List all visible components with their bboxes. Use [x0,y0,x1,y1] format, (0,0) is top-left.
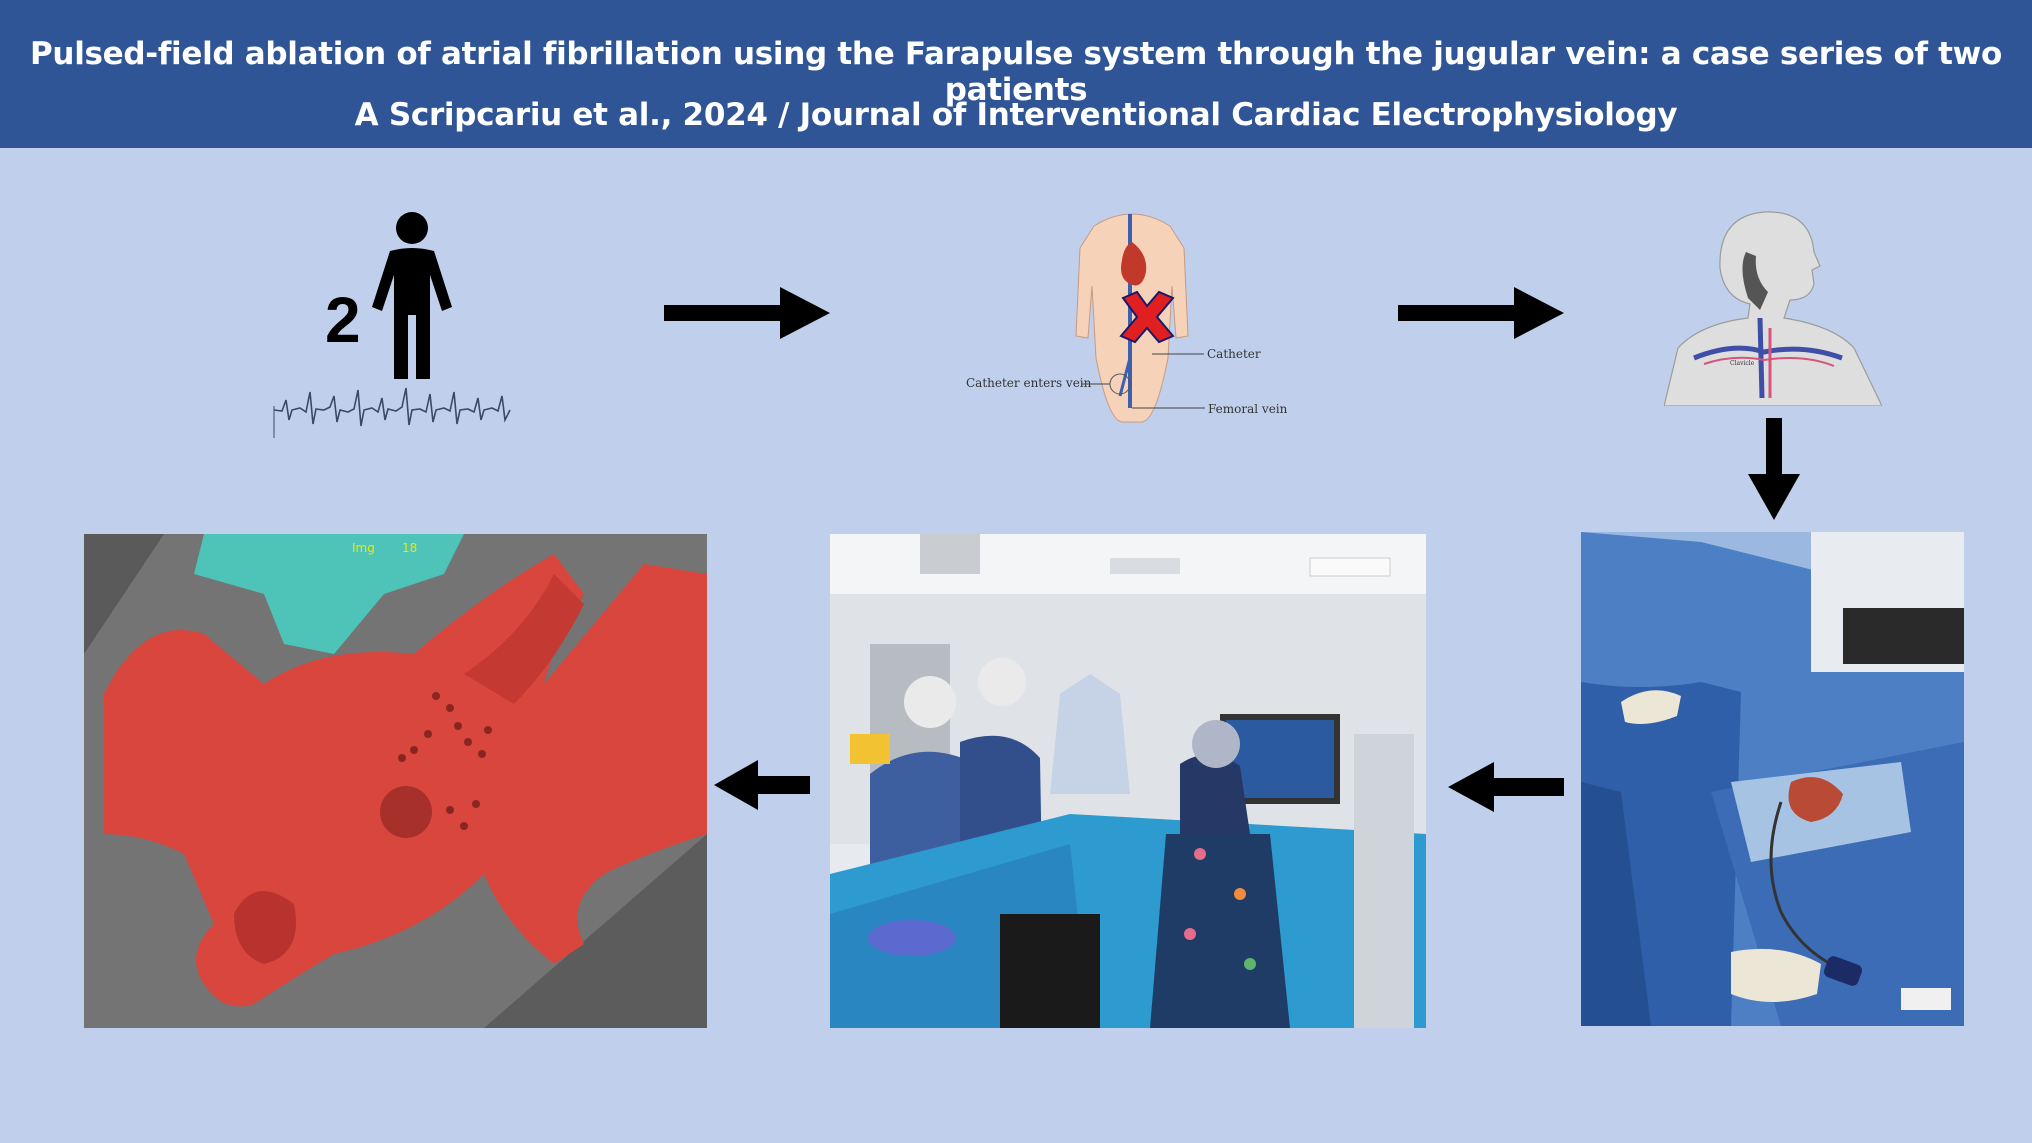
cath-lab-photo [830,534,1426,1028]
left-atrium-map-image: Img 18 [84,534,707,1028]
arrow-right-icon [1398,287,1564,339]
red-x-icon [1119,290,1175,344]
femoral-approach-diagram: Catheter Catheter enters vein Femoral ve… [960,208,1300,426]
leader-lines [1082,353,1205,409]
label-catheter-enters-vein: Catheter enters vein [966,376,1092,390]
page-title: Pulsed-field ablation of atrial fibrilla… [30,36,2002,108]
arrow-left-icon [1448,762,1564,812]
arrow-left-icon [714,760,810,810]
arrow-right-icon [664,287,830,339]
ecg-trace-icon [273,387,511,438]
head-neck-illustration [1664,211,1882,406]
header-banner: Pulsed-field ablation of atrial fibrilla… [0,0,2032,148]
citation: A Scripcariu et al., 2024 / Journal of I… [354,97,1678,133]
step-patients: 2 [270,205,520,445]
person-icon [372,212,452,379]
label-femoral-vein: Femoral vein [1208,402,1288,416]
label-catheter: Catheter [1207,347,1261,361]
map-overlay-number: 18 [402,541,418,555]
torso-illustration [1075,213,1189,423]
jugular-access-photo [1581,532,1964,1026]
jugular-approach-diagram: Clavicle [1664,208,1882,406]
arrow-down-icon [1748,418,1800,520]
map-overlay-img-label: Img [352,541,375,555]
label-clavicle: Clavicle [1730,360,1755,367]
patient-count: 2 [325,284,361,356]
